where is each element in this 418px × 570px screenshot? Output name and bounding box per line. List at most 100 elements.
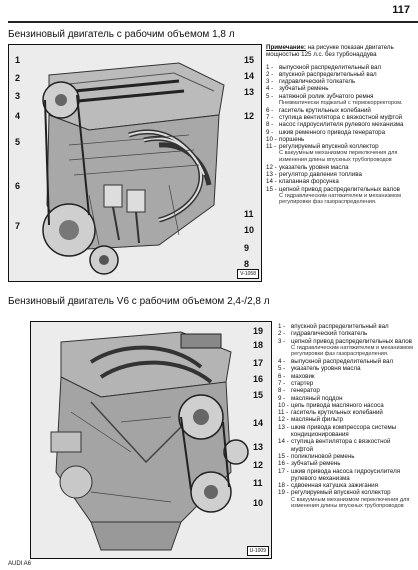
legend-item: 2 - впускной распределительный вал — [266, 71, 412, 78]
legend-item: 9 - масляный поддон — [278, 395, 414, 402]
legend-item: 13 -шкив привода компрессора системы кон… — [278, 424, 414, 439]
legend-text: маховик — [291, 372, 315, 380]
legend-number: 4 - — [278, 358, 286, 366]
legend-item: 2 - гидравлический толкатель — [278, 330, 414, 337]
legend-item: 6 -гаситель крутильных колебаний — [266, 107, 412, 114]
legend-text: поршень — [279, 135, 305, 143]
legend-text: зубчатый ремень — [291, 460, 341, 468]
section1-note: Примечание: на рисунке показан двигатель… — [266, 44, 412, 59]
legend-item: 8 -насос гидроусилителя рулевого механиз… — [266, 121, 412, 128]
legend-text: масляный поддон — [291, 394, 343, 402]
legend-text: впускной распределительный вал — [291, 323, 389, 330]
legend-number: 10 - — [278, 401, 289, 409]
callout-6: 6 — [15, 181, 21, 191]
legend-text: зубчатый ремень — [279, 85, 329, 93]
legend-item: 3 -цепной привод распределительных валов — [278, 338, 414, 345]
section1-title: Бензиновый двигатель с рабочим объемом 1… — [8, 29, 235, 40]
legend-item: 5 -указатель уровня масла — [278, 365, 414, 372]
legend-item: 3 - гидравлический толкатель — [266, 78, 412, 85]
legend-number: 15 - — [266, 185, 277, 193]
legend-item: 16 -зубчатый ремень — [278, 460, 414, 467]
legend-number: 12 - — [266, 163, 277, 171]
page-footer: AUDI A6 — [8, 561, 32, 567]
legend-item: 10 -поршень — [266, 136, 412, 143]
callout-12: 12 — [244, 111, 255, 121]
engine-v6-figure: 1 2 3 4 5 6 7 8 9 19 18 17 16 15 14 13 1… — [30, 321, 272, 559]
legend-text: выпускной распределительный вал — [291, 358, 394, 366]
legend-item: 5 -натяжной ролик зубчатого ремня — [266, 93, 412, 100]
callout-4: 4 — [15, 111, 21, 121]
header-rule — [8, 21, 418, 23]
section2-legend: 1 - впускной распределительный вал 2 - гидр… — [278, 323, 414, 510]
note-text: на рисунке показан двигатель мощностью 1… — [266, 44, 394, 59]
legend-number: 7 - — [278, 379, 286, 387]
legend-subnote: С вакуумным механизмом переключения для … — [291, 496, 410, 510]
legend-text: регулируемый впускной коллектор — [279, 143, 379, 151]
legend-text: масляный фильтр — [291, 416, 343, 424]
legend-text: впускной распределительный вал — [279, 70, 377, 78]
legend-text: гаситель крутильных колебаний — [291, 409, 383, 417]
callout-7: 7 — [15, 221, 21, 231]
callout-14: 14 — [244, 71, 255, 81]
legend-text: ступица вентилятора с вязкостной муфтой — [291, 438, 391, 453]
legend-text: гидравлический толкатель — [291, 330, 368, 338]
section2-title: Бензиновый двигатель V6 с рабочим объемо… — [8, 296, 270, 307]
callout-13: 13 — [244, 87, 255, 97]
callout-10: 10 — [244, 225, 255, 235]
legend-number: 5 - — [266, 92, 274, 100]
legend-item: 6 -маховик — [278, 373, 414, 380]
legend-text: цепь привода масляного насоса — [291, 401, 384, 409]
legend-number: 1 - — [278, 323, 286, 330]
callout-v6-16: 16 — [253, 374, 264, 384]
legend-number: 2 - — [278, 330, 286, 338]
legend-text: регулируемый впускной коллектор — [291, 489, 391, 497]
legend-item: 4 -зубчатый ремень — [266, 85, 412, 92]
callout-8: 8 — [244, 259, 250, 269]
legend-number: 8 - — [266, 121, 274, 129]
legend-item: 18 -сдвоенная катушка зажигания — [278, 482, 414, 489]
legend-number: 17 - — [278, 467, 289, 475]
legend-item: 15 -поликлиновой ремень — [278, 453, 414, 460]
legend-number: 9 - — [266, 128, 274, 136]
page-header: 117 — [0, 0, 418, 22]
engine-1-8-figure: 1 2 3 4 5 6 7 15 14 13 12 11 10 9 8 V-10… — [8, 44, 262, 282]
callout-v6-19: 19 — [253, 326, 264, 336]
legend-number: 1 - — [266, 63, 274, 71]
legend-text: шкив привода компрессора системы кондици… — [291, 423, 397, 439]
legend-text: генератор — [291, 387, 320, 395]
callout-9: 9 — [244, 243, 250, 253]
note-label: Примечание: — [266, 44, 306, 51]
legend-subnote: С гидравлическим натяжителем и механизмо… — [279, 192, 401, 206]
legend-text: сдвоенная катушка зажигания — [291, 482, 378, 490]
legend-text: ступица вентилятора с вязкостной муфтой — [279, 113, 403, 121]
legend-number: 14 - — [266, 178, 277, 186]
legend-item: 4 - выпускной распределительный вал — [278, 358, 414, 365]
page-number: 117 — [392, 4, 410, 16]
legend-item: 15 -цепной привод распределительных вало… — [266, 186, 412, 193]
legend-text: гидравлический толкатель — [279, 78, 356, 86]
legend-item: 13 -регулятор давления топлива — [266, 171, 412, 178]
legend-number: 5 - — [278, 365, 286, 373]
callout-v6-17: 17 — [253, 358, 264, 368]
callout-v6-12: 12 — [253, 460, 264, 470]
legend-number: 16 - — [278, 460, 289, 468]
legend-item: 12 -масляный фильтр — [278, 416, 414, 423]
legend-number: 2 - — [266, 70, 274, 78]
figure-code: V-1058 — [237, 269, 259, 279]
callout-v6-13: 13 — [253, 442, 264, 452]
legend-item: 14 -клапанная форсунка — [266, 178, 412, 185]
legend-item: 7 -стартер — [278, 380, 414, 387]
callout-15: 15 — [244, 55, 255, 65]
legend-number: 9 - — [278, 394, 286, 402]
legend-text: шкив ременного привода генератора — [279, 128, 386, 136]
legend-text: клапанная форсунка — [279, 178, 339, 186]
callout-1: 1 — [15, 55, 21, 65]
legend-item: 14 -ступица вентилятора с вязкостной муф… — [278, 438, 414, 453]
legend-number: 3 - — [266, 78, 274, 86]
callout-v6-10: 10 — [253, 498, 264, 508]
legend-item: 12 -указатель уровня масла — [266, 164, 412, 171]
legend-number: 18 - — [278, 482, 289, 490]
legend-item: 10 -цепь привода масляного насоса — [278, 402, 414, 409]
legend-text: поликлиновой ремень — [291, 452, 355, 460]
